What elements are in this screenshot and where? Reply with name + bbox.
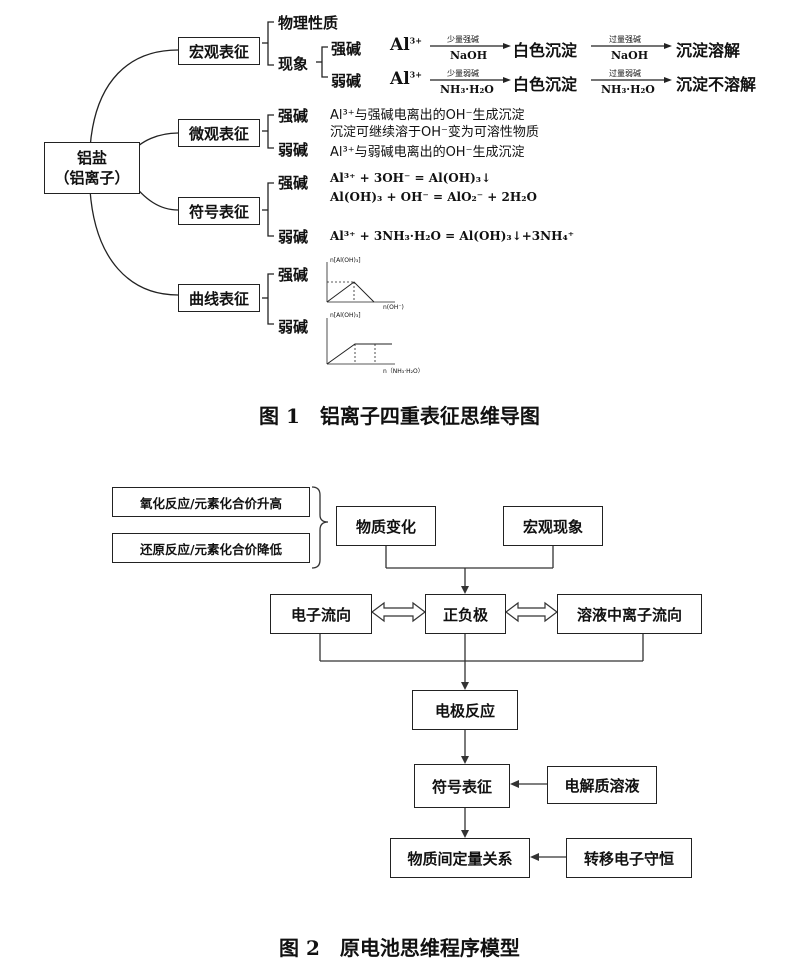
box-electron-conservation: 转移电子守恒	[566, 838, 692, 878]
graph2-ylabel: n[Al(OH)₃]	[330, 312, 361, 319]
box-ion-flow: 溶液中离子流向	[557, 594, 702, 634]
box-electrodes: 正负极	[425, 594, 506, 634]
box-quantitative-relation: 物质间定量关系	[390, 838, 530, 878]
box-electrode-reaction: 电极反应	[412, 690, 518, 730]
product-row1: 白色沉淀	[513, 41, 578, 60]
root-node: 铝盐 （铝离子）	[44, 142, 140, 194]
left-box-oxidation: 氧化反应/元素化合价升高	[112, 487, 310, 517]
macro-phenomenon: 现象	[278, 55, 309, 73]
box-electron-flow: 电子流向	[270, 594, 372, 634]
branch-symbol: 符号表征	[178, 197, 260, 225]
graph1-ylabel: n[Al(OH)₃]	[330, 257, 361, 264]
symbol-weak-base: 弱碱	[278, 228, 309, 246]
macro-property: 物理性质	[278, 14, 339, 32]
arrow1-top-row2: 少量弱碱	[447, 69, 479, 78]
macro-weak-base: 弱碱	[331, 72, 362, 90]
graph-strong-base	[326, 262, 395, 303]
micro-weak-base: 弱碱	[278, 141, 309, 159]
arrow1-bottom-row2: NH₃·H₂O	[440, 83, 494, 96]
product-row2: 白色沉淀	[513, 75, 578, 94]
box-symbol-representation: 符号表征	[414, 764, 510, 808]
left-box-reduction: 还原反应/元素化合价降低	[112, 533, 310, 563]
branch-macro: 宏观表征	[178, 37, 260, 65]
graph1-xlabel: n(OH⁻)	[383, 304, 404, 311]
box-substance-change: 物质变化	[336, 506, 436, 546]
figure1-connectors	[89, 21, 672, 365]
arrow2-bottom-row2: NH₃·H₂O	[601, 83, 655, 96]
box-electrolyte: 电解质溶液	[547, 766, 657, 804]
symbol-eq2: Al(OH)₃ + OH⁻ = AlO₂⁻ + 2H₂O	[330, 190, 537, 204]
box-macro-phenomenon: 宏观现象	[503, 506, 603, 546]
arrow1-bottom-row1: NaOH	[450, 49, 488, 62]
symbol-eq1: Al³⁺ + 3OH⁻ = Al(OH)₃↓	[330, 171, 492, 185]
graph2-xlabel: n（NH₃·H₂O）	[383, 368, 424, 375]
symbol-strong-base: 强碱	[278, 174, 309, 192]
arrow2-bottom-row1: NaOH	[611, 49, 649, 62]
arrow1-top-row1: 少量强碱	[447, 35, 479, 44]
micro-strong-base: 强碱	[278, 107, 309, 125]
result-row1: 沉淀溶解	[676, 41, 741, 60]
micro-line2: 沉淀可继续溶于OH⁻变为可溶性物质	[330, 125, 539, 140]
al-ion-row2: Al3+	[390, 69, 422, 89]
macro-strong-base: 强碱	[331, 40, 362, 58]
figure2-caption: 图 2 原电池思维程序模型	[279, 936, 520, 960]
figure1-caption: 图 1 铝离子四重表征思维导图	[259, 404, 540, 428]
graph-weak-base	[326, 318, 395, 365]
root-line2: （铝离子）	[54, 169, 130, 187]
arrow2-top-row2: 过量弱碱	[609, 69, 641, 78]
al-ion-row1: Al3+	[390, 35, 422, 55]
micro-line3: Al³⁺与弱碱电离出的OH⁻生成沉淀	[330, 145, 525, 160]
branch-curve: 曲线表征	[178, 284, 260, 312]
micro-line1: Al³⁺与强碱电离出的OH⁻生成沉淀	[330, 108, 525, 123]
curve-strong-base: 强碱	[278, 266, 309, 284]
branch-micro: 微观表征	[178, 119, 260, 147]
root-line1: 铝盐	[76, 149, 107, 167]
curve-weak-base: 弱碱	[278, 318, 309, 336]
result-row2: 沉淀不溶解	[676, 75, 757, 94]
symbol-eq3: Al³⁺ + 3NH₃·H₂O = Al(OH)₃↓+3NH₄⁺	[330, 229, 575, 243]
arrow2-top-row1: 过量强碱	[609, 35, 641, 44]
